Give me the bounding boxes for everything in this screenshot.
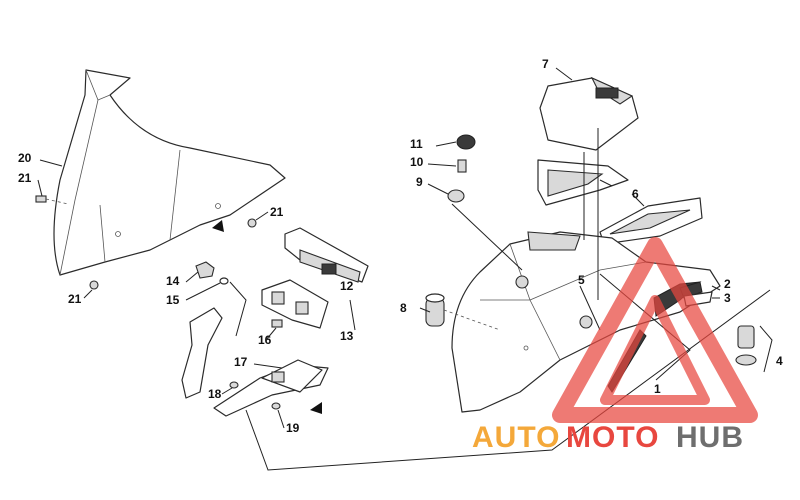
screw-part-18 [229,381,239,389]
instrument-cover-part-12 [284,227,369,283]
arrow-marker-icon [310,402,322,414]
callout-3: 3 [724,291,731,305]
callout-7: 7 [542,57,549,71]
callout-8: 8 [400,301,407,315]
watermark-auto: AUTO [472,421,560,454]
screw-part-16 [271,319,283,328]
washer-part-15 [219,277,229,285]
callout-labels: 1 2 3 4 5 6 7 8 9 10 11 12 13 14 15 16 1… [18,57,783,435]
socket-part-8 [425,293,445,327]
dash-bracket-part-13 [261,279,329,329]
clip-part-10 [457,159,467,173]
windscreen-part-20 [53,69,286,276]
callout-21-b: 21 [270,205,284,219]
bracket-part-17 [181,307,329,417]
callout-18: 18 [208,387,222,401]
callout-4: 4 [776,354,783,368]
callout-5: 5 [578,273,585,287]
watermark-moto: MOTO [566,421,659,454]
callout-21-a: 21 [18,171,32,185]
screw-part-21-b [247,218,257,228]
callout-20: 20 [18,151,32,165]
callout-11: 11 [410,137,423,151]
front-fairing-part-1 [451,231,721,413]
side-panel-part-6-b [599,197,703,245]
callout-15: 15 [166,293,180,307]
callout-13: 13 [340,329,354,343]
watermark-logo: AUTO MOTO HUB [472,421,744,454]
cap-part-11 [456,134,476,150]
watermark-triangle-icon [552,237,758,423]
watermark-hub: HUB [676,421,744,454]
callout-2: 2 [724,277,731,291]
callout-12: 12 [340,279,354,293]
plug-part-4 [735,325,757,366]
callout-19: 19 [286,421,300,435]
callout-16: 16 [258,333,272,347]
callout-14: 14 [166,274,180,288]
callout-6: 6 [632,187,639,201]
callout-21-c: 21 [68,292,82,306]
callout-10: 10 [410,155,424,169]
screw-part-19 [271,402,281,410]
screw-part-21-a [35,195,69,205]
callout-17: 17 [234,355,248,369]
nut-part-14 [195,261,215,279]
top-cover-part-7 [539,76,639,151]
arrow-marker-icon [212,220,224,232]
grommet-part-9 [447,189,465,203]
callout-9: 9 [416,175,423,189]
side-panel-part-6-a [537,159,629,206]
callout-1: 1 [654,382,661,396]
screw-part-21-c [89,280,99,290]
